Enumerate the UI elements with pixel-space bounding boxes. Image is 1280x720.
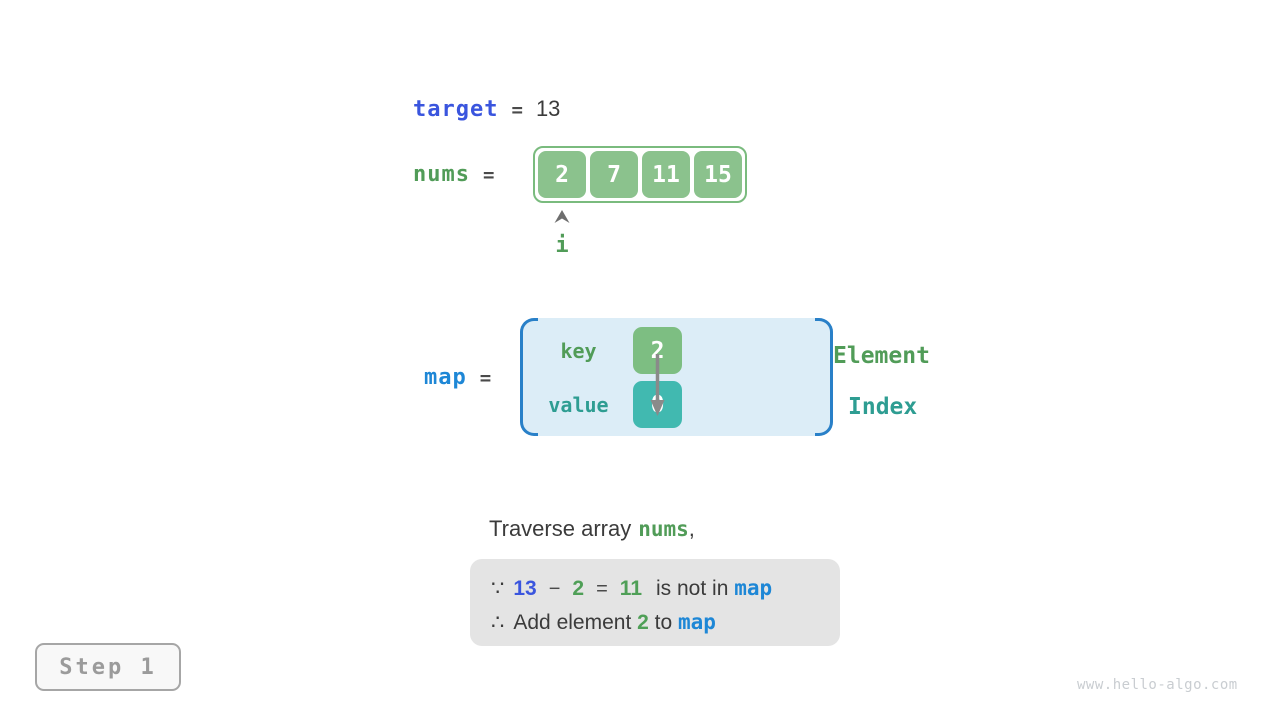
map-container: key value 2 0	[520, 318, 833, 436]
map-keyword: map	[424, 365, 467, 390]
nums-equals: =	[482, 164, 495, 186]
caption-line: Traverse array nums ,	[489, 516, 695, 542]
nums-keyword: nums	[413, 162, 470, 187]
note-line-1: ∵ 13 − 2 = 11 is not in map	[491, 572, 840, 606]
therefore-symbol: ∴	[491, 611, 505, 634]
index-pointer-up-arrow-icon	[554, 210, 570, 223]
nums-cell-3: 15	[694, 151, 742, 198]
nums-cell-0: 2	[538, 151, 586, 198]
note-target-number: 13	[513, 577, 537, 600]
minus-operator: −	[548, 578, 561, 600]
note-element-number: 2	[572, 577, 585, 600]
nums-cell-2: 11	[642, 151, 690, 198]
note-line2-text-before: Add element	[513, 611, 638, 634]
key-to-value-arrow-icon	[650, 354, 665, 416]
note-line-2: ∴ Add element 2 to map	[491, 606, 840, 639]
note-difference-number: 11	[619, 577, 642, 600]
note-line2-text-mid: to	[648, 611, 678, 634]
map-equals: =	[479, 367, 492, 389]
target-row: target = 13	[413, 96, 560, 122]
note-line1-text: is not in	[656, 577, 735, 600]
caption-comma: ,	[688, 516, 695, 541]
caption-nums-code: nums	[638, 517, 689, 541]
element-annotation: Element	[833, 343, 930, 369]
because-symbol: ∵	[491, 577, 505, 600]
note-line1-map-code: map	[734, 576, 773, 600]
target-keyword: target	[413, 97, 499, 122]
note-added-number: 2	[637, 611, 649, 634]
nums-array: 2 7 11 15	[533, 146, 747, 203]
map-right-bracket	[815, 318, 833, 436]
nums-cell-1: 7	[590, 151, 638, 198]
index-annotation: Index	[848, 394, 918, 420]
map-label-row: map =	[424, 365, 491, 390]
watermark-url: www.hello-algo.com	[1077, 677, 1238, 693]
target-value: 13	[535, 96, 561, 121]
map-key-label: key	[560, 339, 597, 363]
step-button[interactable]: Step 1	[35, 643, 181, 691]
map-left-bracket	[520, 318, 538, 436]
target-equals: =	[511, 99, 523, 121]
nums-label-row: nums =	[413, 162, 494, 187]
explanation-note: ∵ 13 − 2 = 11 is not in map ∴ Add elemen…	[470, 559, 840, 646]
map-value-label: value	[548, 393, 609, 417]
caption-text-before: Traverse array	[489, 516, 632, 541]
note-line2-map-code: map	[678, 610, 716, 634]
equals-operator: =	[596, 578, 608, 600]
index-variable-label: i	[555, 233, 569, 258]
